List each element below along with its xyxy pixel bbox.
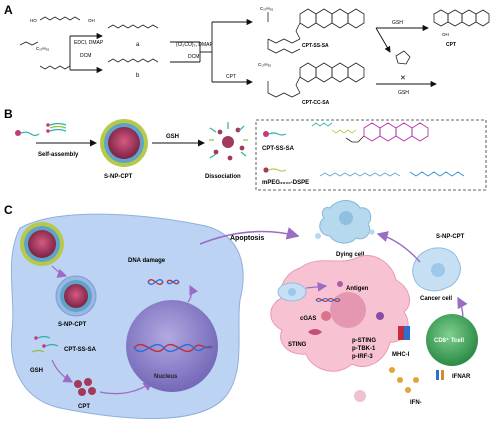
cpt-molecules-icon: [74, 378, 96, 396]
dissociation-label: Dissociation: [205, 174, 241, 180]
compound-b-label: b: [136, 73, 140, 79]
legend-cpt-ss-sa: CPT-SS-SA: [262, 146, 295, 152]
structure-cpt-cc-sa: [267, 62, 365, 98]
cancer-cell-label: Cancer cell: [420, 296, 452, 302]
compound-a-label: a: [136, 42, 140, 48]
apoptosis-label: Apoptosis: [230, 235, 264, 242]
nanoparticle-icon: [100, 119, 148, 167]
legend-structure-peg: [319, 171, 465, 177]
svg-text:C₁₇H₃₅: C₁₇H₃₅: [258, 62, 271, 67]
thiolactone-byproduct: [395, 50, 411, 65]
cpt-ss-sa-c-label: CPT-SS-SA: [64, 347, 97, 353]
reactant-hexanediol: [39, 65, 71, 70]
ifn-label: IFN-: [410, 400, 422, 406]
sting-label: STING: [288, 342, 307, 348]
nanoparticle-entering-icon: [20, 222, 64, 266]
legend-peg-icon: [263, 167, 287, 173]
structure-cpt: [433, 9, 490, 27]
ifnar-receptor-icon: [436, 370, 444, 380]
snp-cpt-label: S-NP-CPT: [104, 174, 133, 180]
nanoparticle-endocytosed-icon: [55, 275, 97, 317]
legend-monomer-icon: [263, 131, 287, 137]
ifn-secretion-icon: [389, 367, 419, 393]
intermediate-b: [107, 58, 159, 63]
pathway-tbk1: p-TBK-1: [352, 346, 376, 352]
panel-label-a: A: [4, 3, 13, 17]
gsh-c-label: GSH: [30, 368, 43, 374]
reagents-top: EDCI, DMAP: [74, 40, 104, 46]
dying-cell-label: Dying cell: [336, 252, 365, 258]
sting-icon: [308, 329, 322, 335]
acid-label: C₁₇H₃₅: [36, 46, 49, 51]
panel-label-b: B: [4, 107, 13, 121]
self-assembly-label: Self-assembly: [38, 152, 79, 158]
dc-process-icon: [354, 390, 366, 402]
gsh-top-label: GSH: [392, 20, 403, 26]
reagent-cpt: CPT: [226, 74, 236, 80]
dna-helix-icon: [133, 343, 213, 353]
pathway-irf3: p-IRF-3: [352, 354, 373, 360]
panel-label-c: C: [4, 203, 13, 217]
cd8-t-cell: [426, 314, 478, 366]
cpt-c-label: CPT: [78, 404, 90, 410]
legend-box: [255, 119, 487, 191]
apoptosis-arrow: [199, 227, 300, 245]
dc-dna-icon: [315, 298, 341, 302]
dissociation-burst-icon: [209, 122, 248, 161]
released-molecules-icon: [31, 335, 59, 353]
intermediate-a: [107, 24, 159, 29]
structure-cpt-ss-sa: [267, 8, 365, 54]
damaged-dna-icon: [147, 279, 180, 285]
reagents-main: (Cl₃CO)₃, DMAP: [176, 42, 214, 48]
cgas-icon: [321, 311, 331, 321]
cgas-label: cGAS: [300, 316, 316, 322]
product-cc-label: CPT-CC-SA: [302, 100, 330, 106]
molecule-bundle-icon: [46, 122, 67, 133]
svg-text:HO: HO: [30, 18, 37, 23]
pathway-sting: p-STING: [352, 338, 376, 344]
gsh-b-label: GSH: [166, 134, 179, 140]
snp-cpt-c2-label: S-NP-CPT: [436, 234, 465, 240]
nucleus-label: Nucleus: [154, 374, 178, 380]
snp-cpt-c-label: S-NP-CPT: [58, 322, 87, 328]
legend-structure-ss: [311, 122, 429, 143]
svg-text:OH: OH: [88, 18, 95, 23]
svg-text:C₁₇H₃₅: C₁₇H₃₅: [260, 6, 273, 11]
engulfed-cell-icon: [277, 282, 307, 302]
blocked-cross-icon: ✕: [400, 75, 406, 82]
reagents-top-solvent: DCM: [80, 53, 91, 59]
mhc-receptor-icon: [398, 326, 410, 340]
mhc-label: MHC-I: [392, 352, 410, 358]
monomer-icon: [15, 130, 40, 137]
nucleus: [126, 300, 218, 392]
ifnar-label: IFNAR: [452, 374, 471, 380]
antigen-present-icon: [376, 312, 384, 320]
cancer-cell-icon: [412, 247, 461, 292]
dna-damage-label: DNA damage: [128, 258, 166, 264]
reactant-stearic-acid: [19, 41, 39, 46]
product-cpt-label: CPT: [446, 42, 456, 48]
legend-mpeg-dspe: mPEG₂₀₀₀-DSPE: [262, 180, 309, 186]
antigen-label: Antigen: [346, 286, 369, 292]
cd8-label: CD8⁺ Tcell: [434, 337, 464, 344]
dc-nucleus: [330, 292, 366, 328]
dying-cell-icon: [315, 200, 375, 244]
product-ss-label: CPT-SS-SA: [302, 43, 329, 49]
antigen-icon: [337, 281, 343, 287]
gsh-bottom-label: GSH: [398, 90, 409, 96]
reagents-main-solvent: DCM: [188, 54, 199, 60]
reactant-dithiol: [39, 16, 81, 21]
oh-label: OH: [442, 32, 449, 37]
